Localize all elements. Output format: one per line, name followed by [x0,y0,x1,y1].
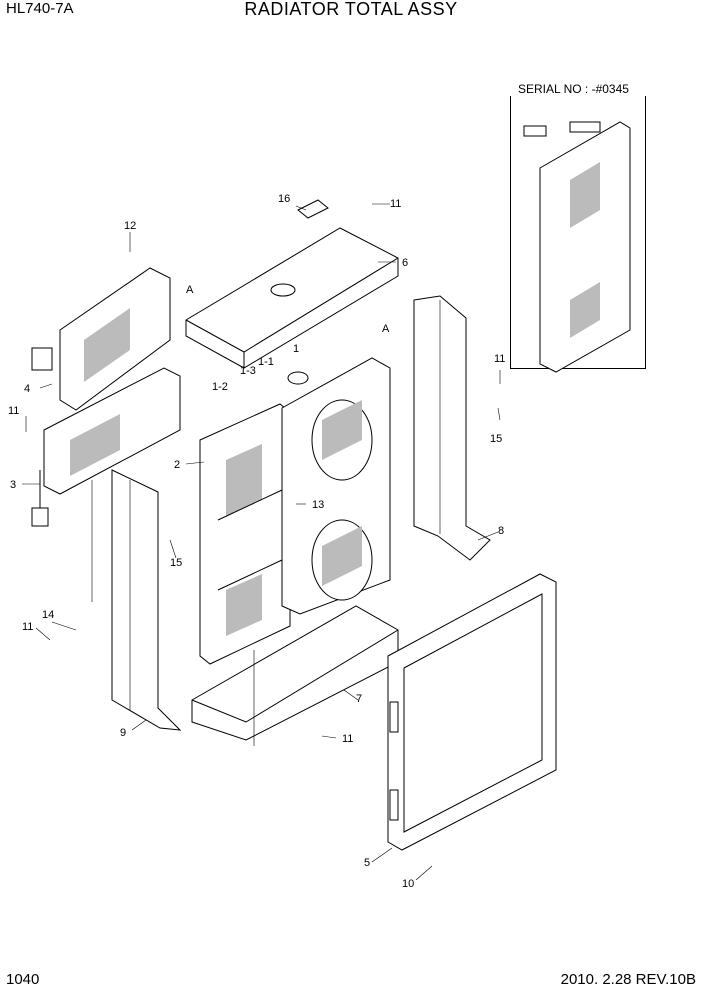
callout-1-1: 1-1 [258,356,274,368]
screen-frame-part [387,573,557,851]
top-cover-part [185,199,399,369]
page-number: 1040 [6,971,40,988]
radiator-main-part [281,357,391,615]
serial-inset-frame [510,96,646,369]
callout-2: 2 [174,459,180,471]
callout-labels: 16 11 6 12 A A 1 1-1 1-3 1-2 4 11 11 15 … [8,193,505,890]
callout-15: 15 [490,433,502,445]
left-bracket-part [111,469,182,731]
callout-13: 13 [312,499,324,511]
callout-10: 10 [402,878,414,890]
callout-11: 11 [390,198,401,210]
callout-3: 3 [10,479,16,491]
callout-7: 7 [356,693,362,705]
callout-1-2: 1-2 [212,381,228,393]
radiator-core-left-part [199,403,291,665]
inset-radiator-part [523,121,631,373]
serial-note: SERIAL NO : -#0345 [516,82,631,96]
oil-cooler-lower-part [31,367,181,527]
callout-8: 8 [498,525,504,537]
oil-cooler-upper-part [31,267,171,411]
callout-5: 5 [364,857,370,869]
revision-date: 2010. 2.28 REV.10B [560,971,696,988]
callout-6: 6 [402,257,408,269]
leader-lines [22,203,501,881]
callout-11: 11 [22,621,33,633]
page-title: RADIATOR TOTAL ASSY [244,0,458,19]
callout-11: 11 [8,405,19,417]
right-bracket-part [413,295,491,561]
callout-9: 9 [120,727,126,739]
callout-4: 4 [24,383,30,395]
callout-16: 16 [278,193,290,205]
model-code: HL740-7A [6,0,74,17]
callout-1: 1 [293,343,299,355]
callout-11: 11 [494,353,505,365]
callout-14: 14 [42,609,54,621]
callout-12: 12 [124,220,136,232]
callout-1-3: 1-3 [240,365,256,377]
callout-11: 11 [342,733,353,745]
callout-a: A [382,323,390,335]
callout-15: 15 [170,557,182,569]
callout-a: A [186,284,194,296]
